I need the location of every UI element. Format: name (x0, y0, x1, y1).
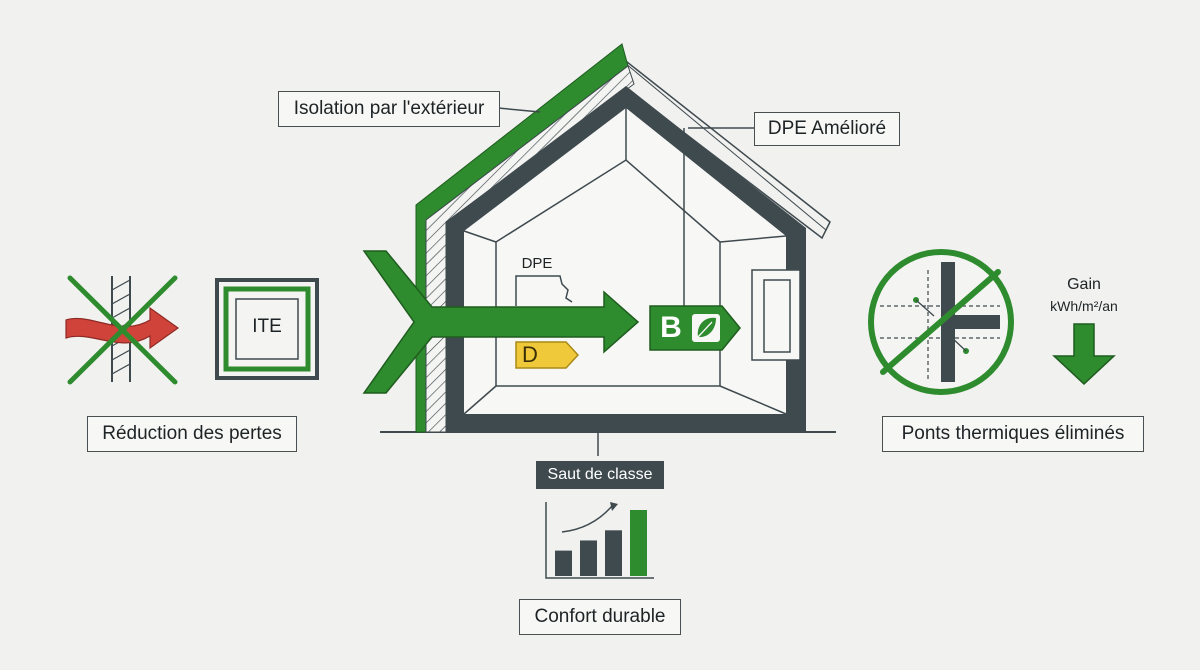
dpe-card (515, 275, 580, 369)
improvement-arrow (362, 250, 640, 394)
crossed-wall-icon (65, 275, 180, 385)
ponts-label: Ponts thermiques éliminés (882, 416, 1144, 452)
isolation-leader (497, 107, 541, 113)
leaf-icon (697, 317, 716, 338)
dpe-improved-label: DPE Amélioré (754, 112, 900, 146)
saut-label: Saut de classe (536, 461, 664, 489)
gain-unit-text: kWh/m²/an (1050, 298, 1118, 314)
class-b-tag (649, 305, 741, 351)
house (362, 43, 836, 456)
bar-chart-icon (545, 502, 654, 579)
chart-bar (580, 540, 597, 576)
class-b-text: B (660, 311, 682, 344)
class-d-text: D (522, 342, 538, 367)
confort-label: Confort durable (519, 599, 681, 635)
chart-bar (605, 530, 622, 576)
gain-text: Gain (1067, 276, 1101, 293)
thermal-bridge-icon (868, 249, 1014, 395)
dpe-text: DPE (521, 255, 553, 272)
reduction-label: Réduction des pertes (87, 416, 297, 452)
down-arrow-icon (1052, 323, 1116, 386)
ite-text: ITE (252, 316, 282, 337)
isolation-label: Isolation par l'extérieur (278, 91, 500, 127)
chart-bar (555, 550, 572, 576)
chart-bar (630, 510, 647, 576)
ite-frame-icon (215, 278, 319, 380)
